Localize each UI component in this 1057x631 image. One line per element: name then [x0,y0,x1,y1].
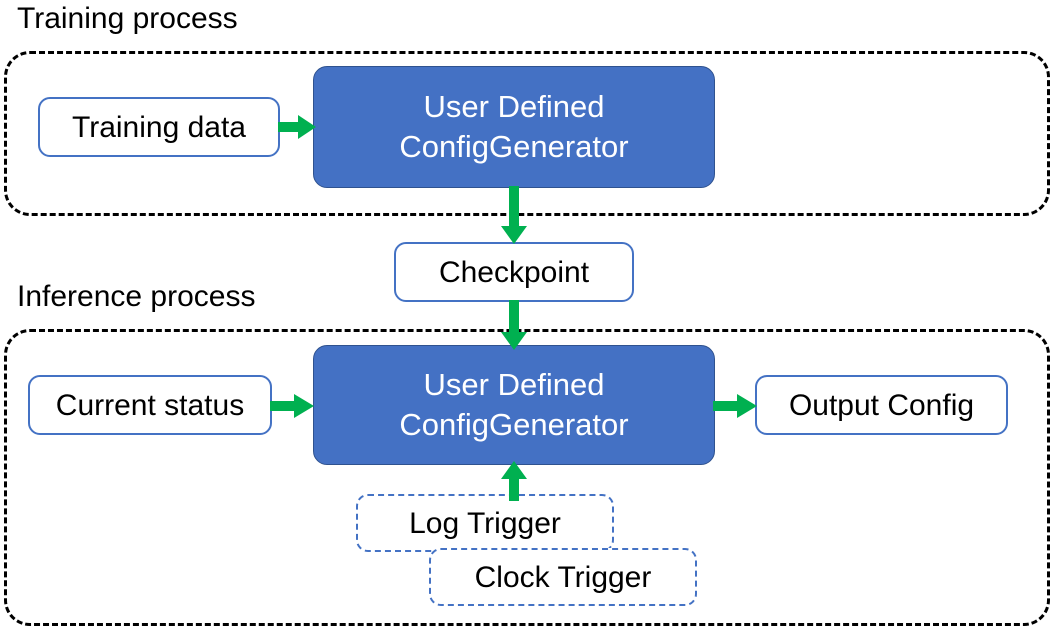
node-inference-config-generator[interactable]: User Defined ConfigGenerator [313,345,715,465]
arrow-training-data-to-process-icon [278,112,318,142]
node-log-trigger[interactable]: Log Trigger [356,494,614,552]
node-training-data[interactable]: Training data [38,97,280,157]
node-output-config[interactable]: Output Config [755,375,1008,435]
arrow-trigger-to-process-icon [498,461,530,501]
node-current-status-label: Current status [55,388,245,422]
node-current-status[interactable]: Current status [28,375,272,435]
node-inference-config-generator-line2: ConfigGenerator [399,407,629,442]
node-checkpoint-label: Checkpoint [438,255,590,289]
node-clock-trigger-label: Clock Trigger [474,560,652,594]
node-clock-trigger[interactable]: Clock Trigger [429,548,697,606]
inference-process-group [4,329,1050,626]
node-log-trigger-label: Log Trigger [409,506,561,540]
inference-process-caption: Inference process [17,280,256,313]
arrow-training-process-to-checkpoint-icon [498,186,530,246]
node-training-config-generator-line1: User Defined [423,89,605,124]
arrow-process-to-output-config-icon [713,391,759,421]
arrow-current-status-to-process-icon [270,391,316,421]
training-process-group [4,51,1050,216]
node-training-config-generator-line2: ConfigGenerator [399,129,629,164]
node-checkpoint[interactable]: Checkpoint [394,242,634,302]
node-output-config-label: Output Config [788,388,975,422]
arrow-checkpoint-to-inference-process-icon [498,300,530,352]
node-inference-config-generator-line1: User Defined [423,367,605,402]
node-training-config-generator[interactable]: User Defined ConfigGenerator [313,66,715,188]
training-process-caption: Training process [17,2,238,35]
node-training-data-label: Training data [72,110,246,144]
